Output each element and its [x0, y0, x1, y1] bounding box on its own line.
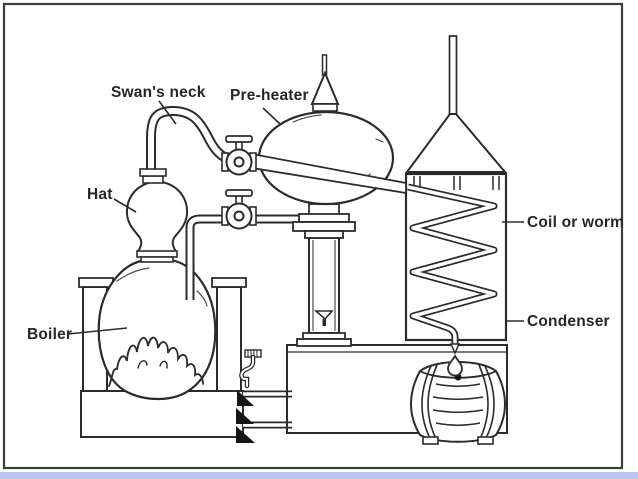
- brick-stand-wall: [286, 344, 508, 434]
- water-tap: [239, 349, 262, 389]
- outlet-spout: [449, 343, 461, 355]
- barrel-end-band-left: [421, 364, 438, 442]
- barrel-foot-left: [422, 436, 439, 445]
- wedge-1: [237, 390, 254, 406]
- cooling-coil: [407, 183, 498, 377]
- swans-neck-pipe: [139, 105, 244, 177]
- transfer-pipes: [243, 390, 292, 429]
- condenser-top-pins: [413, 176, 500, 190]
- column-neck: [304, 230, 344, 239]
- pedestal-column: [292, 203, 356, 347]
- boiler-shading: [116, 267, 208, 307]
- wedge-2: [236, 408, 254, 424]
- leader-swans-neck: [158, 100, 177, 125]
- fire-flame-curls: [137, 360, 168, 369]
- leader-pre-heater: [262, 107, 281, 125]
- spire-band: [312, 103, 338, 112]
- bottom-accent-strip: [0, 472, 638, 479]
- furnace-vent-wedges: [236, 390, 255, 443]
- column-base-plate: [296, 338, 352, 347]
- label-boiler: Boiler: [27, 326, 72, 343]
- riser-pipe: [185, 214, 305, 300]
- hat-base-flange-lower: [140, 256, 174, 263]
- leader-boiler: [67, 327, 128, 335]
- furnace-brickwork: [78, 277, 247, 438]
- fire-flames: [108, 336, 204, 387]
- tap-thread-lines: [247, 350, 258, 357]
- pre-heater-vessel: [257, 110, 395, 206]
- hat-neck: [142, 175, 164, 184]
- condenser-inlet-pipe: [448, 35, 458, 119]
- shutoff-valve-lower: [221, 189, 257, 230]
- pre-heater-shell: [257, 110, 395, 206]
- column-shaft-lines: [312, 240, 336, 331]
- valve-lower-hub: [233, 210, 245, 222]
- valve-upper-handle: [225, 135, 253, 143]
- valve-lower-handle: [225, 189, 253, 197]
- collection-barrel: [409, 361, 507, 445]
- valve-upper-hub: [233, 156, 245, 168]
- brick-stand: [286, 344, 508, 434]
- label-coil-or-worm: Coil or worm: [527, 214, 624, 231]
- shutoff-valve-upper: [221, 135, 257, 176]
- furnace-cap-left: [78, 277, 114, 288]
- label-pre-heater: Pre-heater: [230, 87, 309, 104]
- label-hat: Hat: [87, 186, 113, 203]
- distillate-drop: [447, 354, 463, 377]
- hat-base-flange-upper: [136, 250, 178, 258]
- column-spigot-stem: [322, 319, 326, 326]
- hat-vessel: [125, 175, 189, 263]
- column-flange-1: [298, 213, 350, 223]
- column-spigot-funnel: [313, 310, 334, 321]
- column-flange-2: [292, 221, 356, 232]
- leader-lines: [67, 100, 524, 335]
- leader-hat: [113, 198, 137, 213]
- barrel-end-band-right: [478, 364, 495, 442]
- furnace-cap-right: [211, 277, 247, 288]
- label-condenser: Condenser: [527, 313, 610, 330]
- hat-top-collar: [139, 168, 167, 177]
- barrel-foot-right: [477, 436, 494, 445]
- condenser-funnel: [405, 113, 508, 173]
- wedge-3: [236, 426, 255, 443]
- barrel-hoops: [432, 383, 484, 426]
- label-swans-neck: Swan's neck: [111, 84, 206, 101]
- barrel-body: [409, 361, 507, 443]
